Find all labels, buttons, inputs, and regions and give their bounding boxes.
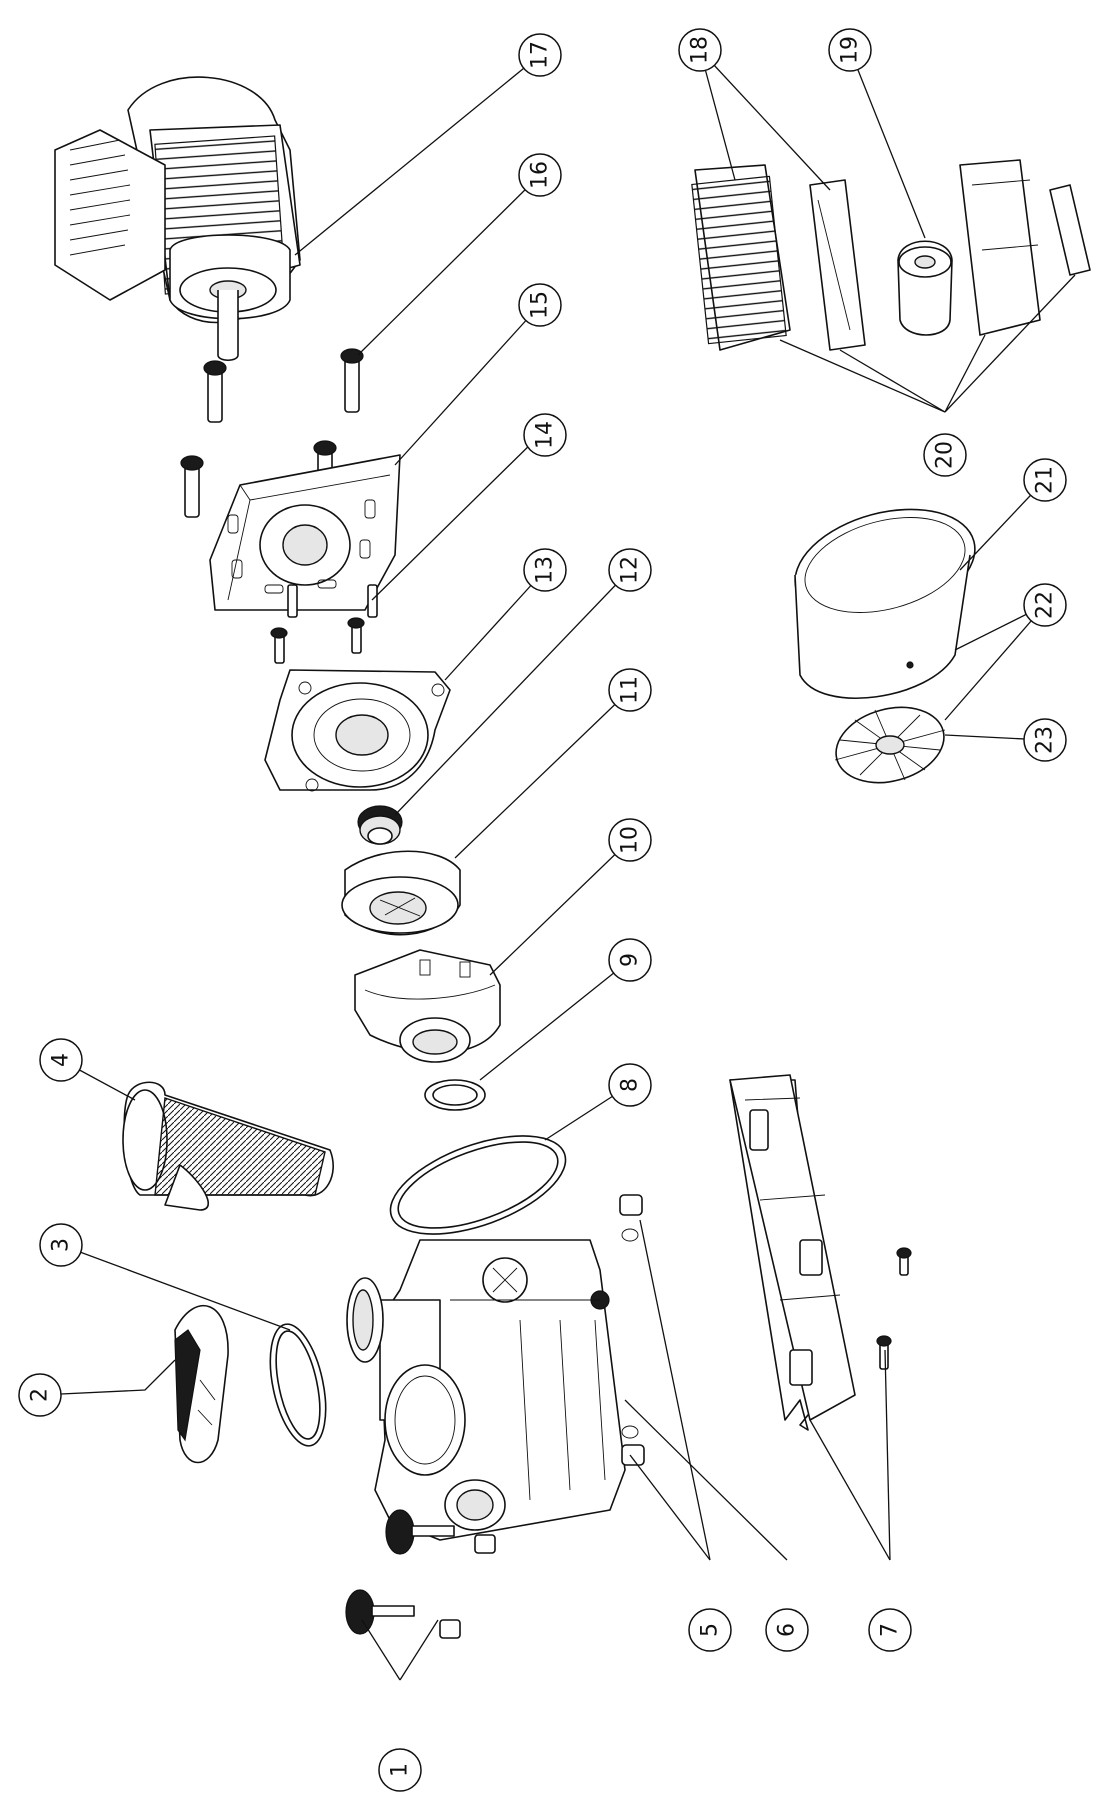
callout-6: 6 (765, 1608, 809, 1652)
callout-2: 2 (18, 1373, 62, 1417)
callout-circle (518, 153, 562, 197)
callout-number: 3 (49, 1238, 74, 1252)
callout-11: 11 (608, 668, 652, 712)
callout-number: 8 (618, 1078, 643, 1092)
callout-8: 8 (608, 1063, 652, 1107)
callout-20: 20 (923, 433, 967, 477)
part-7-base (729, 1074, 912, 1431)
callout-9: 9 (608, 938, 652, 982)
callout-number: 23 (1033, 726, 1058, 754)
callout-4: 4 (39, 1038, 83, 1082)
pump-parts (54, 76, 1091, 1639)
callout-circle (378, 1748, 422, 1792)
part-4-strainer-basket (122, 1081, 334, 1211)
callout-number: 10 (618, 826, 643, 854)
callout-circle (1023, 718, 1067, 762)
part-15-bracket (209, 454, 401, 611)
callout-21: 21 (1023, 458, 1067, 502)
part-16-bolts (180, 348, 364, 518)
callout-number: 17 (528, 41, 553, 69)
callout-number: 21 (1033, 466, 1058, 494)
callout-number: 14 (533, 421, 558, 449)
part-11-impeller (341, 850, 461, 936)
callout-12: 12 (608, 548, 652, 592)
callout-number: 9 (618, 953, 643, 967)
callout-number: 16 (528, 161, 553, 189)
callout-circle (608, 938, 652, 982)
part-18-capacitor-housing (691, 164, 866, 351)
callout-16: 16 (518, 153, 562, 197)
part-19-capacitor (897, 240, 953, 336)
callout-circle (765, 1608, 809, 1652)
part-1-knobs (345, 1509, 496, 1639)
callout-circle (688, 1608, 732, 1652)
part-20-terminal-box (959, 159, 1091, 336)
callout-number: 5 (698, 1623, 723, 1637)
callout-3: 3 (39, 1223, 83, 1267)
callout-number: 6 (775, 1623, 800, 1637)
callout-circle (39, 1038, 83, 1082)
callout-number: 22 (1033, 591, 1058, 619)
callout-circle (518, 33, 562, 77)
callout-number: 1 (388, 1763, 413, 1777)
callout-15: 15 (518, 283, 562, 327)
callout-circle (608, 1063, 652, 1107)
callout-10: 10 (608, 818, 652, 862)
callout-number: 4 (49, 1053, 74, 1067)
callout-circle (1023, 458, 1067, 502)
callout-14: 14 (523, 413, 567, 457)
callout-number: 15 (528, 291, 553, 319)
part-13-seal-plate (264, 669, 451, 792)
part-2-lid (174, 1304, 229, 1464)
callout-1: 1 (378, 1748, 422, 1792)
callout-circle (828, 28, 872, 72)
callout-circle (608, 548, 652, 592)
part-6-pump-housing (346, 1239, 626, 1541)
callout-23: 23 (1023, 718, 1067, 762)
callout-number: 19 (838, 36, 863, 64)
part-8-large-o-ring (389, 1135, 567, 1235)
callout-number: 12 (618, 556, 643, 584)
part-17-motor (54, 76, 301, 362)
callout-number: 11 (618, 676, 643, 704)
part-23-fan (834, 706, 946, 784)
callout-number: 2 (28, 1388, 53, 1402)
callout-circle (608, 818, 652, 862)
part-21-fan-cover (794, 508, 976, 699)
callout-circle (678, 28, 722, 72)
callout-number: 7 (878, 1623, 903, 1637)
part-5-drain-plugs (619, 1194, 645, 1466)
callout-19: 19 (828, 28, 872, 72)
callout-circle (1023, 583, 1067, 627)
callout-5: 5 (688, 1608, 732, 1652)
leader-lines (39, 49, 1076, 1681)
callout-7: 7 (868, 1608, 912, 1652)
part-9-o-ring (424, 1079, 486, 1111)
part-3-lid-o-ring (269, 1323, 327, 1447)
callout-13: 13 (523, 548, 567, 592)
callout-circle (523, 548, 567, 592)
part-12-mechanical-seal (357, 805, 403, 845)
callout-circle (868, 1608, 912, 1652)
callout-circle (608, 668, 652, 712)
callout-circle (39, 1223, 83, 1267)
callout-number: 13 (533, 556, 558, 584)
callout-22: 22 (1023, 583, 1067, 627)
callout-circle (523, 413, 567, 457)
callout-17: 17 (518, 33, 562, 77)
callout-number: 18 (688, 36, 713, 64)
part-10-diffuser (354, 949, 501, 1063)
callout-circle (923, 433, 967, 477)
callout-circle (18, 1373, 62, 1417)
callout-circle (518, 283, 562, 327)
part-14-screws (270, 584, 378, 664)
callout-number: 20 (933, 441, 958, 469)
callout-18: 18 (678, 28, 722, 72)
